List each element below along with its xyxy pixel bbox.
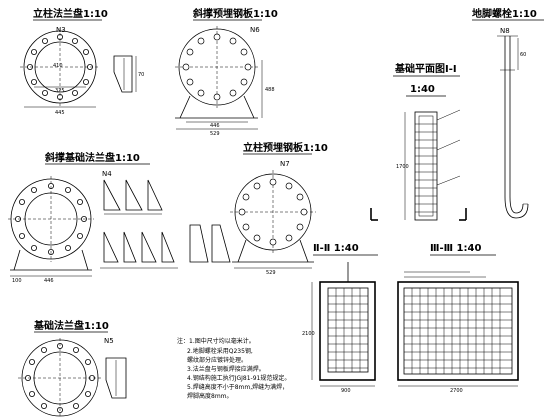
dim-2100: 2100 bbox=[302, 331, 315, 337]
dim-325: 325 bbox=[55, 88, 65, 94]
dim-60: 60 bbox=[520, 52, 526, 58]
anchor-bolt-title: 地脚螺栓1:10 bbox=[472, 7, 537, 20]
dim-900: 900 bbox=[341, 388, 351, 394]
dim-529b: 529 bbox=[266, 270, 276, 276]
brace-embedded-plate-detail: 斜撑预埋钢板1:10 N6 488 446 529 bbox=[175, 7, 278, 137]
brace-flange-title: 斜撑基础法兰盘1:10 bbox=[44, 151, 140, 164]
base-flange-detail: 基础法兰盘1:10 N5 bbox=[18, 319, 127, 418]
column-flange-title: 立柱法兰盘1:10 bbox=[33, 7, 108, 20]
brace-foundation-flange-detail: 斜撑基础法兰盘1:10 N4 100 446 bbox=[8, 151, 231, 284]
column-flange-detail: 立柱法兰盘1:10 N3 410 325 445 70 bbox=[20, 7, 144, 116]
dim-70: 70 bbox=[138, 72, 144, 78]
tag-n7: N7 bbox=[280, 160, 290, 168]
dim-488: 488 bbox=[265, 87, 275, 93]
dim-410: 410 bbox=[53, 63, 63, 69]
notes-block: 注：1.图中尺寸均以毫米计。 2.地脚螺栓采用Q235钢, 螺纹部分应镀锌处理。… bbox=[177, 337, 290, 400]
note-line-6: 5.焊缝高度不小于8mm,焊缝为满焊， bbox=[187, 383, 288, 391]
dim-1700: 1700 bbox=[396, 164, 409, 170]
note-line-2: 2.地脚螺栓采用Q235钢, bbox=[187, 347, 253, 355]
section-3-title: Ⅲ-Ⅲ 1:40 bbox=[430, 243, 481, 254]
column-embedded-plate-detail: 立柱预埋钢板1:10 N7 529 bbox=[230, 141, 328, 276]
dim-446: 446 bbox=[210, 123, 220, 129]
dim-529: 529 bbox=[210, 131, 220, 137]
note-line-3: 螺纹部分应镀锌处理。 bbox=[187, 356, 247, 364]
foundation-plan-title: 基础平面图Ⅰ-Ⅰ bbox=[394, 62, 457, 75]
dim-100: 100 bbox=[12, 278, 22, 284]
tag-n6: N6 bbox=[250, 26, 260, 34]
dim-446b: 446 bbox=[44, 278, 54, 284]
section-2-title: Ⅱ-Ⅱ 1:40 bbox=[313, 243, 359, 254]
dim-445: 445 bbox=[55, 110, 65, 116]
column-plate-title: 立柱预埋钢板1:10 bbox=[243, 141, 328, 154]
base-flange-title: 基础法兰盘1:10 bbox=[33, 319, 109, 332]
anchor-bolt-detail: 地脚螺栓1:10 N8 60 bbox=[472, 7, 544, 219]
tag-n5: N5 bbox=[104, 337, 114, 345]
dim-2700: 2700 bbox=[450, 388, 463, 394]
tag-n4: N4 bbox=[102, 170, 112, 178]
tag-n3: N3 bbox=[56, 26, 66, 34]
note-line-5: 4.钢结构施工执行JGJ81-91规范规定。 bbox=[187, 374, 290, 382]
section-2-2: Ⅱ-Ⅱ 1:40 2100 900 bbox=[302, 243, 378, 394]
note-line-1: 注：1.图中尺寸均以毫米计。 bbox=[177, 337, 255, 345]
section-3-3: Ⅲ-Ⅲ 1:40 2700 bbox=[397, 243, 519, 394]
foundation-plan-scale: 1:40 bbox=[410, 84, 435, 95]
tag-n8: N8 bbox=[500, 27, 510, 35]
brace-plate-title: 斜撑预埋钢板1:10 bbox=[192, 7, 278, 20]
note-line-4: 3.法兰盘与钢板焊接应满焊。 bbox=[187, 365, 265, 373]
note-line-7: 焊脚高度8mm。 bbox=[187, 392, 233, 400]
foundation-plan: 基础平面图Ⅰ-Ⅰ 1:40 1700 bbox=[370, 62, 467, 221]
